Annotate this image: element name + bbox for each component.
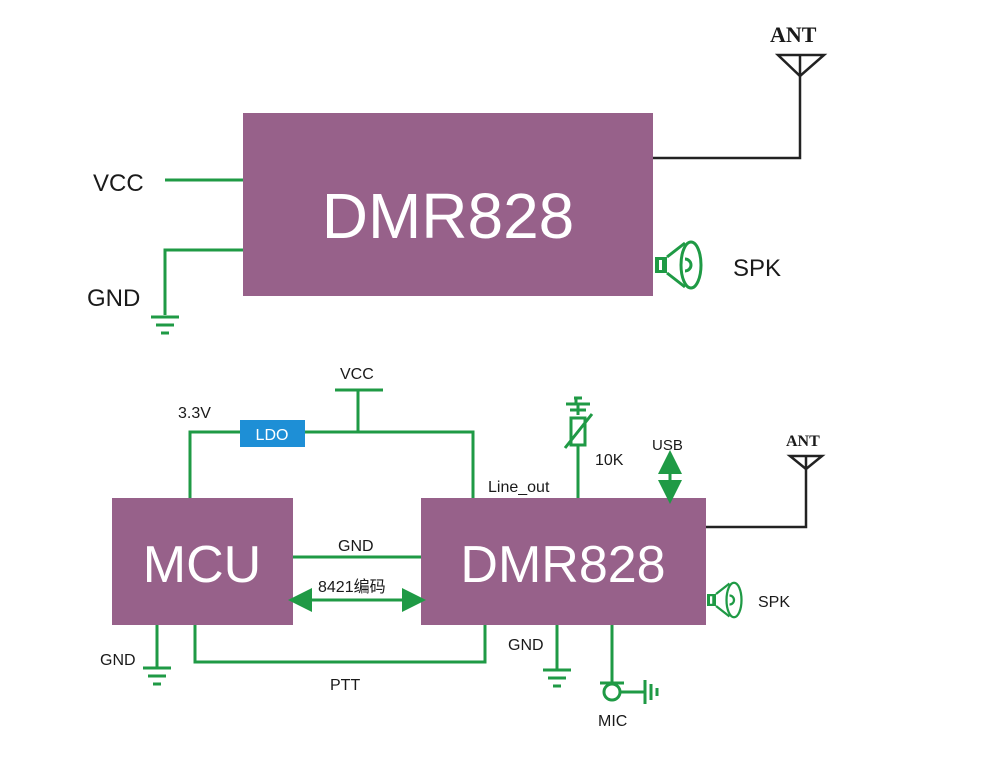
chip-label: DMR828 <box>322 180 575 252</box>
antenna-icon <box>786 454 826 471</box>
mcu-chip <box>112 498 293 625</box>
ldo-label: LDO <box>256 427 289 444</box>
ground-icon <box>141 666 173 686</box>
usb-label: USB <box>652 437 683 454</box>
vcc-label: VCC <box>93 170 144 197</box>
line-out-label: Line_out <box>488 479 550 496</box>
v33-label: 3.3V <box>178 405 211 422</box>
ldo-block <box>240 420 305 447</box>
gnd-wire <box>163 248 243 315</box>
ptt-wire <box>193 625 487 664</box>
spk-label: SPK <box>733 255 781 282</box>
ground-icon <box>541 668 573 688</box>
mcu-label: MCU <box>143 536 261 594</box>
antenna-icon <box>774 53 828 78</box>
ground-icon <box>149 315 181 335</box>
speaker-icon <box>705 581 743 619</box>
ant-label: ANT <box>770 22 817 47</box>
ptt-label: PTT <box>330 677 360 694</box>
chip-label: DMR828 <box>460 536 665 594</box>
speaker-icon <box>653 240 703 290</box>
gnd-label: GND <box>87 285 140 312</box>
power-wires <box>188 388 475 498</box>
line-out-wire <box>566 402 590 498</box>
bus-label: 8421编码 <box>318 578 386 596</box>
resistor-slash <box>563 413 594 449</box>
ground-icon <box>570 396 586 406</box>
mcu-gnd-label: GND <box>100 652 136 669</box>
dmr828-chip-bottom <box>421 498 706 625</box>
resistor-label: 10K <box>595 452 624 469</box>
mic-label: MIC <box>598 713 627 730</box>
mic-wire <box>600 625 659 704</box>
bottom-section: MCU DMR828 LDO VCC 3.3V GND 8421编码 GND P… <box>100 366 826 730</box>
ant-label: ANT <box>786 433 820 450</box>
chip-gnd-label: GND <box>508 637 544 654</box>
spk-label: SPK <box>758 594 790 611</box>
mic-icon <box>602 682 622 702</box>
gnd-link-label: GND <box>338 538 374 555</box>
antenna-wire <box>706 469 808 529</box>
top-section: DMR828 VCC GND ANT SPK <box>87 22 828 335</box>
vcc-label: VCC <box>340 366 374 383</box>
antenna-wire <box>653 75 802 160</box>
resistor-icon <box>569 416 587 447</box>
dmr828-chip-top <box>243 113 653 296</box>
